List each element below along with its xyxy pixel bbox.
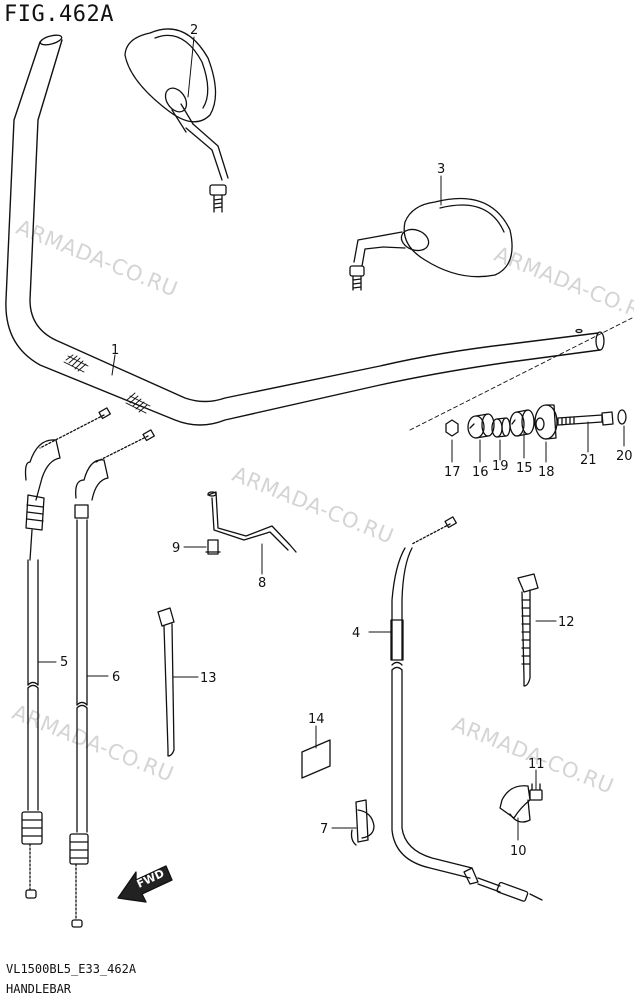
bolt-9 [205,539,221,555]
callout-19: 19 [492,459,509,474]
cable-tie-12 [517,573,539,687]
callout-4: 4 [352,626,360,641]
callout-20: 20 [616,449,633,464]
bar-end-assembly [409,317,633,440]
knurled-grip [63,354,151,414]
callout-14: 14 [308,712,325,727]
callout-11: 11 [528,757,545,772]
callout-17: 17 [444,465,461,480]
diagram-code: VL1500BL5_E33_462A [6,962,137,976]
cable-clamp-7 [350,799,375,846]
callout-9: 9 [172,541,180,556]
callout-1: 1 [111,343,119,358]
throttle-cable-6 [69,429,155,928]
callout-10: 10 [510,844,527,859]
cable-tie-13 [157,607,175,757]
figure-title: FIG.462A [4,2,114,27]
wire-bracket-8 [207,491,297,553]
callout-7: 7 [320,822,328,837]
callout-2: 2 [190,23,198,38]
callout-15: 15 [516,461,533,476]
callout-numbers: 1 2 3 4 5 6 7 8 9 10 11 12 13 14 15 16 1… [60,23,633,859]
clutch-cable-4 [390,516,543,902]
callout-12: 12 [558,615,575,630]
callout-8: 8 [258,576,266,591]
callout-5: 5 [60,655,68,670]
callout-18: 18 [538,465,555,480]
callout-6: 6 [112,670,120,685]
mirror-left [124,28,229,213]
callout-3: 3 [437,162,445,177]
mirror-right [349,197,513,291]
diagram-name: HANDLEBAR [6,982,72,996]
leader-lines [37,36,625,841]
fwd-arrow-icon: FWD [117,865,173,903]
callout-13: 13 [200,671,217,686]
label-sticker-14 [301,739,331,779]
handlebar [5,34,605,426]
throttle-cable-5 [21,407,111,899]
callout-21: 21 [580,453,597,468]
holder-10 [499,785,531,823]
callout-16: 16 [472,465,489,480]
